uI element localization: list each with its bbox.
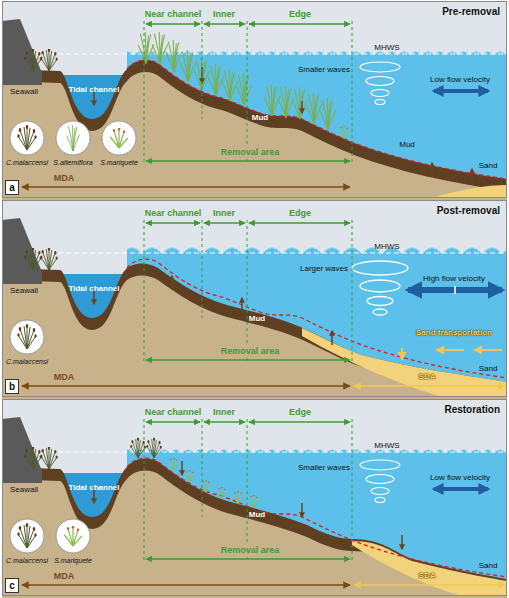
- species-name: S.alterniflora: [53, 159, 92, 166]
- wave-label: Larger waves: [300, 264, 348, 273]
- sediment-label: Mud: [252, 113, 268, 122]
- panel-letter-box: c: [5, 578, 19, 593]
- area-label: SDA: [419, 372, 436, 381]
- zone-label: Inner: [213, 407, 235, 417]
- water-level-label: MHWS: [374, 242, 399, 251]
- zone-label: Inner: [213, 208, 235, 218]
- species-icon: S.alterniflora: [48, 120, 98, 168]
- zone-label: Edge: [289, 407, 311, 417]
- area-label: MDA: [54, 372, 75, 382]
- structure-label: Seawall: [10, 286, 38, 295]
- panel: Restoration c C.malaccensi S.mariquete: [2, 399, 507, 596]
- zone-label: Edge: [289, 208, 311, 218]
- species-circle: [55, 518, 91, 554]
- transport-label: Sand transportation: [416, 328, 492, 337]
- species-name: S.mariquete: [54, 557, 92, 564]
- species-name: S.mariquete: [100, 159, 138, 166]
- panel-title: Restoration: [444, 404, 500, 415]
- channel-label: Tidal channel: [69, 85, 120, 94]
- species-circle: [101, 120, 137, 156]
- area-label: Removal area: [219, 545, 282, 555]
- zone-label: Edge: [289, 9, 311, 19]
- species-icon: C.malaccensi: [2, 319, 52, 367]
- zone-label: Inner: [213, 9, 235, 19]
- panel-title: Pre-removal: [442, 6, 500, 17]
- zone-label: Near channel: [145, 208, 202, 218]
- species-name: C.malaccensi: [6, 358, 48, 365]
- wave-label: Smaller waves: [298, 65, 350, 74]
- flow-label: High flow velocity: [423, 274, 485, 283]
- species-name: C.malaccensi: [6, 557, 48, 564]
- species-icon: S.mariquete: [48, 518, 98, 566]
- sediment-label: Mud: [249, 314, 265, 323]
- panel: Pre-removal a C.malaccensi S.alterniflora S.…: [2, 1, 507, 198]
- area-label: Removal area: [219, 147, 282, 157]
- panel-letter-box: b: [5, 379, 19, 394]
- sediment-label: Sand: [479, 161, 498, 170]
- area-label: Removal area: [219, 346, 282, 356]
- species-icon: C.malaccensi: [2, 120, 52, 168]
- species-circle: [9, 120, 45, 156]
- sediment-label: Mud: [249, 510, 265, 519]
- sediment-label: Sand: [479, 364, 498, 373]
- area-label: SDA: [419, 571, 436, 580]
- panel: Post-removal b C.malaccensi: [2, 200, 507, 397]
- panel-letter-box: a: [5, 180, 19, 195]
- species-circle: [55, 120, 91, 156]
- channel-label: Tidal channel: [69, 483, 120, 492]
- sediment-label: Mud: [399, 140, 415, 149]
- area-label: MDA: [54, 571, 75, 581]
- structure-label: Seawall: [10, 485, 38, 494]
- species-circle: [9, 319, 45, 355]
- channel-label: Tidal channel: [69, 284, 120, 293]
- water-level-label: MHWS: [374, 441, 399, 450]
- species-icon: C.malaccensi: [2, 518, 52, 566]
- flow-label: Low flow velocity: [430, 75, 490, 84]
- water-level-label: MHWS: [374, 43, 399, 52]
- species-circle: [9, 518, 45, 554]
- species-icon: S.mariquete: [94, 120, 144, 168]
- zone-label: Near channel: [145, 9, 202, 19]
- panel-letter: a: [6, 181, 18, 194]
- sediment-label: Sand: [479, 561, 498, 570]
- flow-label: Low flow velocity: [430, 473, 490, 482]
- zone-label: Near channel: [145, 407, 202, 417]
- panel-letter: b: [6, 380, 18, 393]
- area-label: MDA: [54, 173, 75, 183]
- panel-title: Post-removal: [437, 205, 500, 216]
- panel-letter: c: [6, 579, 18, 592]
- species-name: C.malaccensi: [6, 159, 48, 166]
- structure-label: Seawall: [10, 87, 38, 96]
- wave-label: Smaller waves: [298, 463, 350, 472]
